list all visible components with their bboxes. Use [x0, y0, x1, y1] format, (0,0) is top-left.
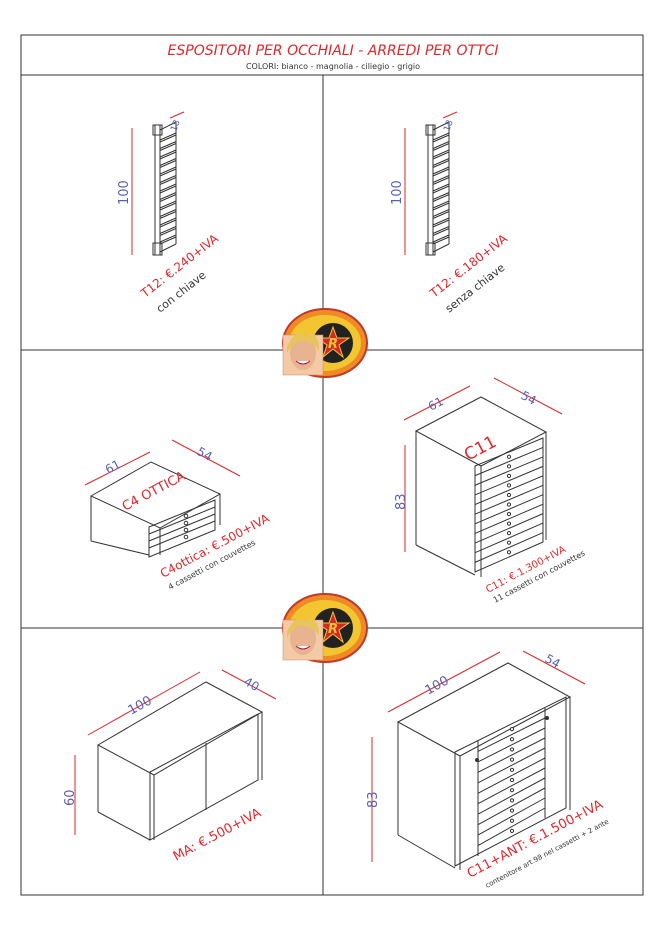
- width-dimension-line: [84, 451, 151, 486]
- depth-dimension-line: [522, 650, 586, 685]
- height-dimension: 83: [366, 791, 381, 808]
- depth-dimension-line: [171, 439, 241, 477]
- model-label: C4 OTTICA: [120, 469, 188, 515]
- width-dimension: 100: [423, 673, 452, 698]
- depth-dimension: 54: [195, 444, 215, 464]
- height-dimension: 83: [394, 493, 409, 510]
- sheet-frame: [20, 34, 644, 896]
- width-dimension-line: [387, 651, 501, 713]
- height-dimension: 60: [63, 789, 78, 806]
- cabinet-drawing: [96, 681, 264, 841]
- svg-text:R: R: [328, 622, 338, 637]
- product-c4-ottica: 61 54 C4 OTTICA C4ottica: €.500+IVA 4 ca…: [84, 439, 272, 592]
- depth-dimension: 40: [242, 674, 262, 694]
- depth-dimension-line: [169, 111, 185, 119]
- door-knob: [475, 758, 479, 762]
- width-dimension: 61: [426, 394, 446, 414]
- depth-dimension: 54: [519, 388, 539, 408]
- product-t12-with-key: 100 18 T12: €.240+IVA con chiave: [117, 111, 222, 315]
- width-dimension: 61: [103, 457, 123, 477]
- depth-dimension-line: [493, 377, 563, 415]
- brand-logo: R: [282, 308, 368, 378]
- product-t12-without-key: 100 18 T12: €.180+IVA senza chiave: [390, 111, 511, 315]
- door-knob: [545, 716, 549, 720]
- depth-dimension-line: [442, 111, 458, 119]
- svg-text:R: R: [328, 337, 338, 352]
- height-dimension: 100: [390, 180, 405, 205]
- rack-drawing: [152, 121, 177, 256]
- product-c11-ant: 100 54 83 C11+ANT: €.1.500+IVA contenito…: [366, 650, 610, 890]
- depth-dimension: 18: [169, 119, 182, 133]
- price-label: MA: €.500+IVA: [171, 806, 264, 865]
- product-ma: 100 40 60 MA: €.500+IVA: [63, 669, 277, 865]
- depth-dimension: 18: [442, 119, 455, 133]
- brand-logo: R: [282, 593, 368, 663]
- color-options: COLORI: bianco - magnolia - ciliegio - g…: [246, 62, 420, 71]
- page-title: ESPOSITORI PER OCCHIALI - ARREDI PER OTT…: [168, 43, 499, 59]
- rack-drawing: [425, 121, 450, 256]
- height-dimension: 100: [117, 180, 132, 205]
- product-c11: 61 54 83 C11 C11: €.1.300+IVA 11 cassett…: [394, 377, 587, 605]
- cabinet-drawing: [414, 396, 548, 577]
- depth-dimension-line: [221, 669, 277, 700]
- width-dimension-line: [403, 385, 471, 421]
- width-dimension-line: [87, 671, 201, 736]
- cabinet-drawing: [396, 662, 572, 870]
- depth-dimension: 54: [543, 651, 563, 671]
- cabinet-drawing: [89, 461, 222, 558]
- model-label: C11: [461, 432, 500, 465]
